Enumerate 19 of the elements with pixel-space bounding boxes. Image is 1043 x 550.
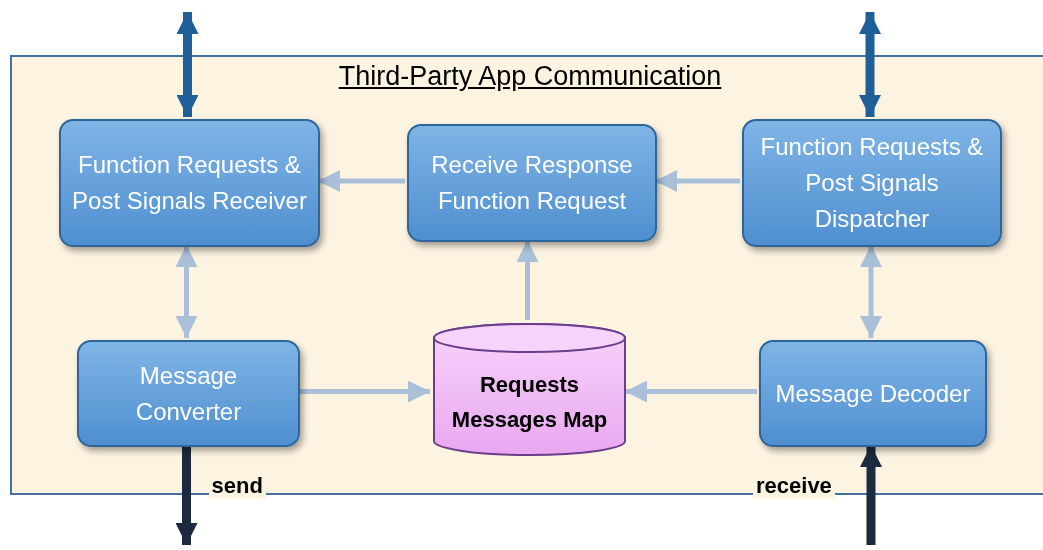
arrow — [859, 12, 881, 117]
process-box: Message Converter — [77, 340, 300, 447]
arrow — [175, 245, 198, 338]
process-box: Function Requests & Post Signals Dispatcher — [742, 119, 1002, 247]
arrow — [625, 380, 757, 403]
arrow — [175, 445, 198, 545]
arrow — [318, 170, 405, 192]
group-frame — [10, 55, 1043, 495]
arrow — [860, 445, 882, 545]
process-box: Receive Response Function Request — [407, 124, 657, 242]
arrow — [655, 170, 740, 192]
database-cylinder: Requests Messages Map — [432, 322, 627, 457]
frame-title: Third-Party App Communication — [338, 61, 722, 91]
process-box: Function Requests & Post Signals Receiver — [59, 119, 320, 247]
arrow — [516, 240, 539, 320]
arrow — [860, 245, 882, 338]
arrow — [176, 12, 199, 117]
process-box: Message Decoder — [759, 340, 987, 447]
arrow — [298, 380, 430, 403]
